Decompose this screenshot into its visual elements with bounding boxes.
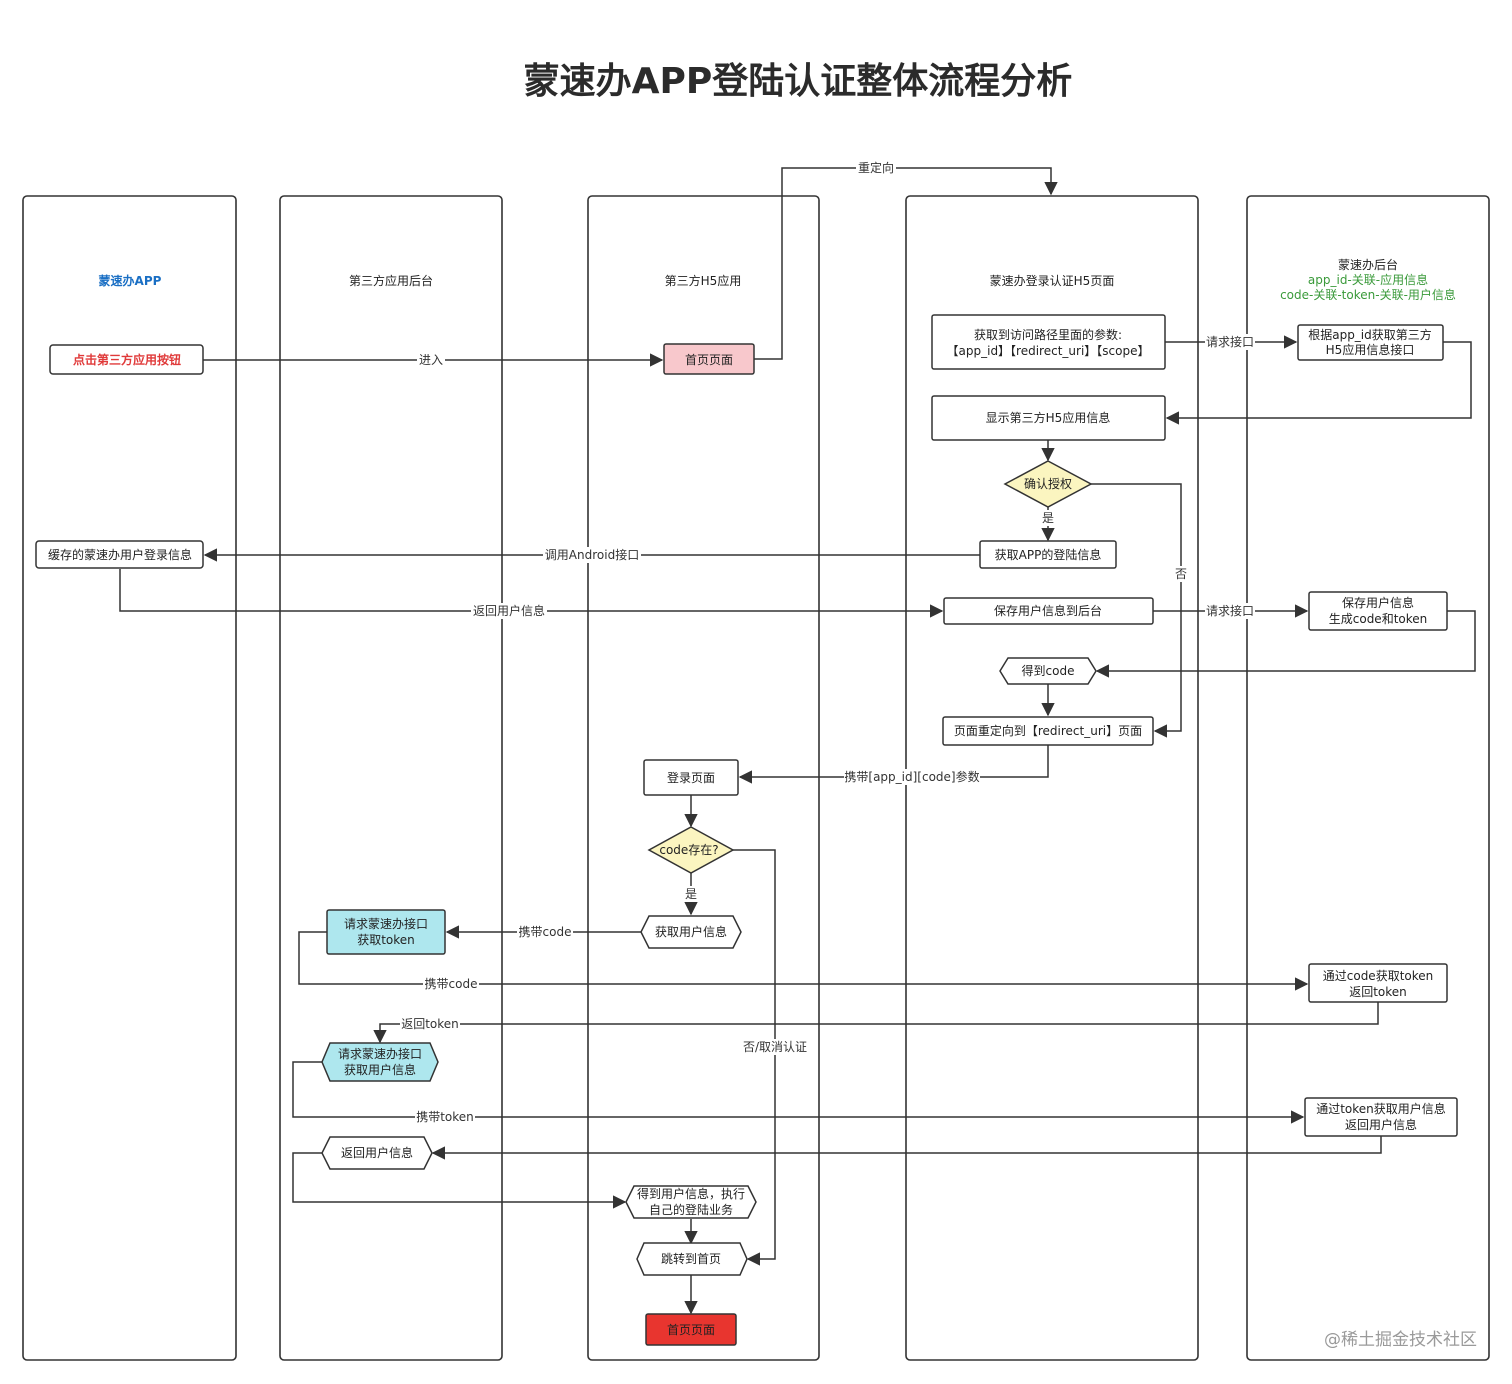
node-request-token [326,909,446,955]
node-save-user [943,597,1154,625]
edge-user-return [431,1136,1382,1160]
node-token-user-text-2: 返回用户信息 [1345,1117,1417,1132]
edge-no1 [1091,483,1182,738]
edge-got-user [292,1152,627,1209]
lane-h5-title: 第三方H5应用 [665,273,742,288]
node-confirm-auth-text: 确认授权 [1024,476,1072,491]
node-redirect-page [942,716,1154,746]
edge-code-return [1095,610,1476,678]
label-yes1: 是 [1042,511,1054,525]
node-token-user [1304,1097,1458,1137]
lane-backend-title: 第三方应用后台 [349,273,433,288]
node-cached-login-text: 缓存的蒙速办用户登录信息 [48,547,192,562]
node-cached-login [35,540,204,569]
node-get-app-info [1297,324,1444,361]
lane-h5 [587,195,820,1361]
label-carry-params: 携带[app_id][code]参数 [844,769,979,784]
node-home-page-1-text: 首页页面 [685,353,733,367]
node-got-user [625,1185,757,1219]
lane-app-title: 蒙速办APP [99,273,162,288]
node-get-app-login [979,540,1117,569]
node-request-user-text-1: 请求蒙速办接口 [338,1046,422,1061]
edge-labels: 进入 重定向 请求接口 是 否 调用Android接口 返回用户信息 请求接口 … [400,160,1255,1125]
edge-carry-code2 [298,931,1309,991]
node-get-app-login-text: 获取APP的登陆信息 [995,547,1102,562]
label-enter: 进入 [419,353,443,367]
node-fetch-user-text: 获取用户信息 [655,924,727,939]
node-show-info [931,395,1166,441]
page-title: 蒙速办APP登陆认证整体流程分析 [524,61,1073,102]
node-show-info-text: 显示第三方H5应用信息 [986,410,1111,425]
watermark: @稀土掘金技术社区 [1324,1330,1477,1350]
edge-redirect [754,167,1058,360]
label-return-user: 返回用户信息 [473,603,545,618]
edge-carry-params [738,745,1049,784]
lane-login-title: 蒙速办登录认证H5页面 [990,273,1115,288]
edges [119,167,1476,1315]
label-no-cancel: 否/取消认证 [743,1040,807,1054]
node-request-user-text-2: 获取用户信息 [344,1062,416,1077]
node-confirm-auth [1003,460,1093,508]
node-request-token-text-1: 请求蒙速办接口 [344,916,428,931]
label-redirect: 重定向 [858,160,894,175]
edge-return-user [119,569,944,618]
node-token-user-text-1: 通过token获取用户信息 [1316,1101,1446,1116]
node-redirect-page-text: 页面重定向到【redirect_uri】页面 [954,723,1142,738]
node-get-app-info-text-1: 根据app_id获取第三方 [1308,327,1432,342]
label-return-token: 返回token [401,1017,459,1031]
edge-app-info-return [1165,341,1472,425]
node-save-user-text: 保存用户信息到后台 [994,603,1102,618]
node-home-page-2-text: 首页页面 [667,1323,715,1337]
label-android: 调用Android接口 [545,547,639,562]
node-jump-home-text: 跳转到首页 [661,1251,721,1266]
node-return-user [321,1136,433,1170]
node-save-generate [1308,591,1448,631]
node-code-token-text-2: 返回token [1349,985,1407,999]
node-code-exists [647,826,735,874]
node-got-user-text-1: 得到用户信息，执行 [637,1186,745,1201]
node-get-params-text-2: 【app_id】【redirect_uri】【scope】 [947,344,1150,358]
node-get-app-info-text-2: H5应用信息接口 [1326,342,1415,357]
node-get-code [999,657,1097,685]
node-login-page [643,759,739,796]
label-yes2: 是 [685,887,697,901]
lane-server-subtitle-1: app_id-关联-应用信息 [1308,272,1428,287]
edge-return-token [373,1002,1379,1044]
node-login-page-text: 登录页面 [667,770,715,785]
node-get-code-text: 得到code [1022,663,1075,678]
label-carry-token: 携带token [416,1109,474,1124]
node-get-params [931,314,1166,370]
label-request1: 请求接口 [1206,334,1254,349]
node-got-user-text-2: 自己的登陆业务 [649,1202,733,1217]
node-click-button-text: 点击第三方应用按钮 [73,352,181,367]
node-code-token-text-1: 通过code获取token [1323,969,1434,983]
lane-app [22,195,237,1361]
node-jump-home [636,1242,748,1276]
node-save-generate-text-1: 保存用户信息 [1342,595,1414,610]
node-fetch-user [640,915,742,949]
lane-backend [279,195,503,1361]
node-get-params-text-1: 获取到访问路径里面的参数: [974,327,1122,342]
lane-server-subtitle-2: code-关联-token-关联-用户信息 [1280,287,1456,302]
node-code-exists-text: code存在? [659,843,718,857]
node-request-token-text-2: 获取token [357,933,415,947]
label-request2: 请求接口 [1206,603,1254,618]
label-no1: 否 [1175,567,1187,581]
node-click-button [49,344,204,375]
node-home-page-1 [663,343,755,375]
node-request-user [321,1042,439,1082]
lane-server-title: 蒙速办后台 [1338,257,1398,272]
node-code-token [1308,963,1448,1003]
node-return-user-text: 返回用户信息 [341,1145,413,1160]
label-carry-code2: 携带code [425,976,478,991]
lane-server [1246,195,1490,1361]
node-home-page-2 [645,1313,737,1346]
edge-carry-token [292,1061,1305,1124]
nodes: 点击第三方应用按钮 缓存的蒙速办用户登录信息 首页页面 登录页面 code存在?… [35,314,1458,1346]
node-save-generate-text-2: 生成code和token [1329,612,1428,626]
label-carry-code1: 携带code [519,924,572,939]
